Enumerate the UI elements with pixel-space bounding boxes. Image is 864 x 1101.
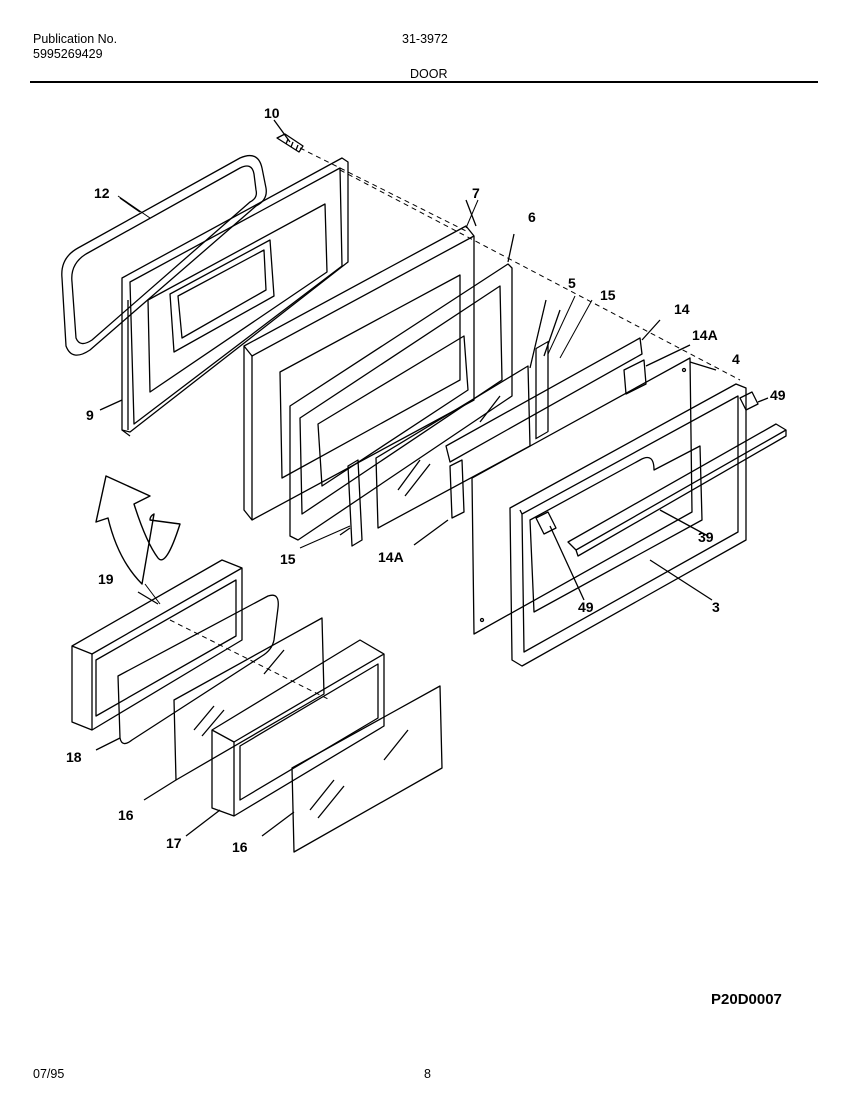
callout-49-bottom: 49 (578, 599, 594, 615)
section-title: DOOR (410, 67, 448, 81)
end-cap-part-49-bottom (535, 511, 585, 601)
callout-14A-top: 14A (692, 327, 718, 343)
callout-49-top: 49 (770, 387, 786, 403)
publication-label: Publication No. (33, 32, 118, 46)
glass-part-16-left (143, 617, 325, 801)
callout-4: 4 (732, 351, 740, 367)
hinge-part-15-top (535, 309, 561, 440)
gasket-part-12 (61, 154, 267, 356)
end-cap-part-49-top (739, 391, 769, 411)
callout-17: 17 (166, 835, 182, 851)
curved-arrow (95, 475, 181, 585)
hinge-part-15-bottom (339, 459, 363, 547)
inner-door-liner-part-9 (99, 157, 349, 437)
outer-door-frame-part-3 (509, 383, 747, 667)
callout-16-left: 16 (118, 807, 134, 823)
screw-part-10 (273, 119, 304, 153)
publication-number: 5995269429 (33, 47, 103, 61)
callout-16-bottom: 16 (232, 839, 248, 855)
glass-retainer-part-19 (71, 559, 243, 731)
footer-date: 07/95 (33, 1067, 65, 1081)
door-frame-part-7 (243, 199, 477, 521)
figure-code: P20D0007 (711, 991, 782, 1008)
callout-18: 18 (66, 749, 82, 765)
spacer-frame-part-17 (185, 639, 385, 837)
header-rule (30, 81, 818, 83)
callout-14: 14 (674, 301, 690, 317)
insulation-part-14 (445, 319, 661, 463)
callout-15-top: 15 (600, 287, 616, 303)
callout-14A-bottom: 14A (378, 549, 404, 565)
callout-10: 10 (264, 105, 280, 121)
callout-39: 39 (698, 529, 714, 545)
assembly-axis-lines (169, 147, 741, 701)
callout-7: 7 (472, 185, 480, 201)
glass-part-16-bottom (261, 685, 443, 853)
callout-12: 12 (94, 185, 110, 201)
handle-part-39 (567, 423, 787, 557)
callout-9: 9 (86, 407, 94, 423)
inner-glass-part-5 (375, 299, 547, 529)
document-number: 31-3972 (402, 32, 448, 46)
spacer-part-14A (413, 344, 691, 546)
callout-5: 5 (568, 275, 576, 291)
callout-3: 3 (712, 599, 720, 615)
door-panel-part-4 (471, 357, 717, 635)
callout-leaders (117, 195, 593, 605)
page-number: 8 (424, 1067, 431, 1081)
callout-19: 19 (98, 571, 114, 587)
callout-6: 6 (528, 209, 536, 225)
inner-panel-part-6 (289, 233, 515, 541)
callout-15-bottom: 15 (280, 551, 296, 567)
gasket-part-18 (95, 594, 279, 751)
